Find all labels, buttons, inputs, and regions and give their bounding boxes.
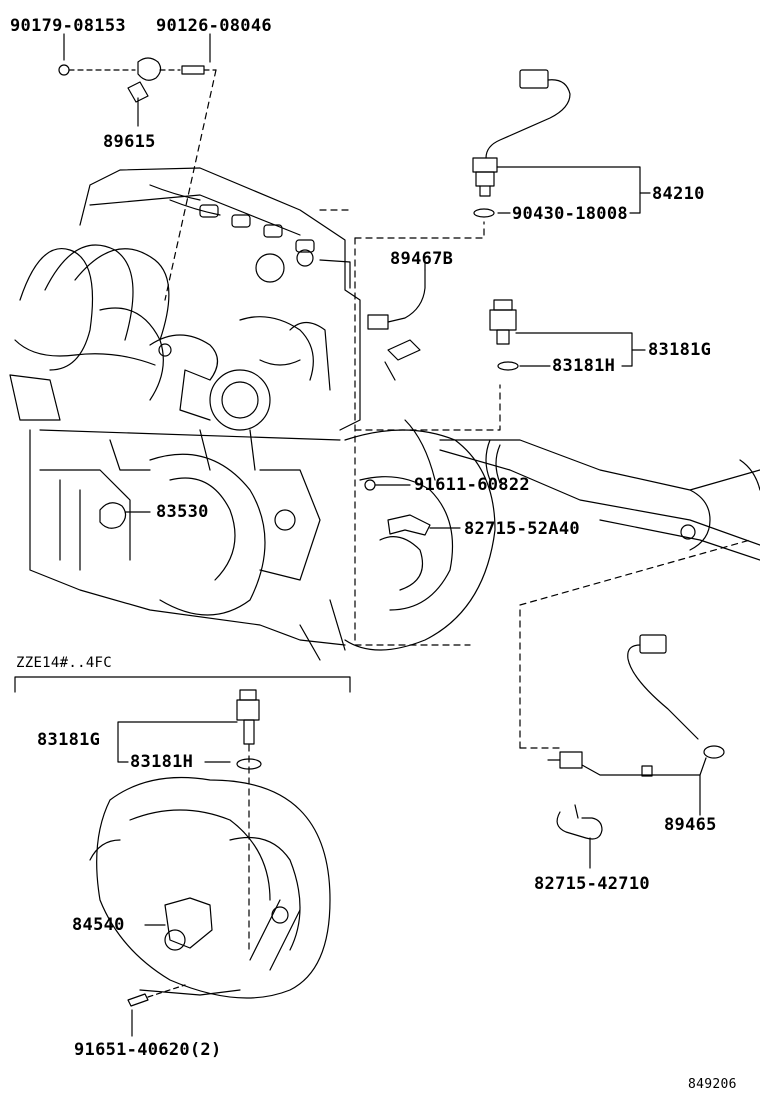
part-number-91651: 91651-40620(2) <box>74 1040 222 1060</box>
part-number-90179: 90179-08153 <box>10 16 126 36</box>
part-number-83181g-top: 83181G <box>648 340 712 360</box>
part-number-83530: 83530 <box>156 502 209 522</box>
part-number-82715-42710: 82715-42710 <box>534 874 650 894</box>
part-number-89467b: 89467B <box>390 249 454 269</box>
oxygen-sensor-89465 <box>547 634 725 869</box>
inset-transmission <box>14 676 351 1037</box>
illustration-reference-number: 849206 <box>688 1077 737 1092</box>
speed-sensor-top <box>489 299 646 371</box>
engine-block <box>9 167 760 661</box>
model-applicability-note: ZZE14#..4FC <box>16 655 113 671</box>
part-number-84210: 84210 <box>652 184 705 204</box>
part-number-91611: 91611-60822 <box>414 475 530 495</box>
knock-sensor-83530 <box>99 502 151 529</box>
part-number-82715-52a40: 82715-52A40 <box>464 519 580 539</box>
knock-sensor-group <box>58 33 217 301</box>
part-number-89615: 89615 <box>103 132 156 152</box>
leader-lines <box>319 209 751 749</box>
part-number-90430: 90430-18008 <box>512 204 628 224</box>
part-number-83181h-lower: 83181H <box>130 752 194 772</box>
oxygen-sensor-b <box>367 261 426 381</box>
part-number-84540: 84540 <box>72 915 125 935</box>
part-number-89465: 89465 <box>664 815 717 835</box>
oil-pressure-switch <box>472 69 651 218</box>
bolt-and-bracket <box>364 479 461 536</box>
part-number-83181g-lower: 83181G <box>37 730 101 750</box>
part-number-90126: 90126-08046 <box>156 16 272 36</box>
part-number-83181h-top: 83181H <box>552 356 616 376</box>
